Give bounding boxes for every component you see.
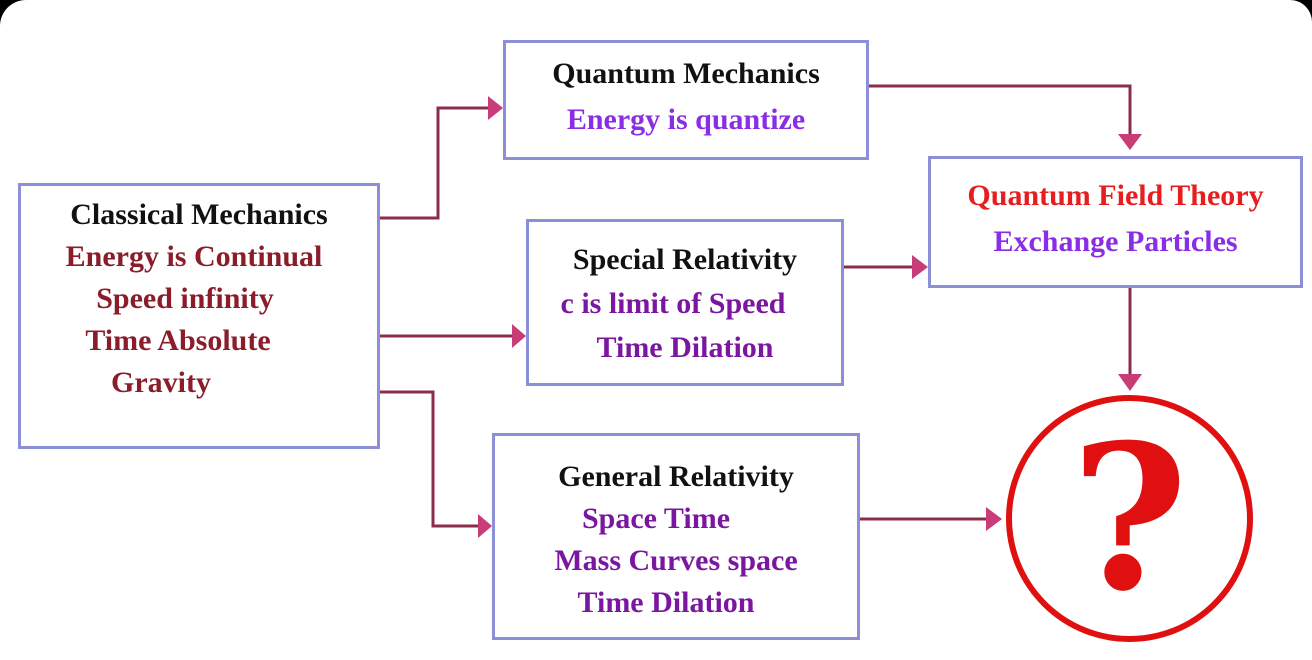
node-line: Exchange Particles — [993, 225, 1238, 258]
node-general-relativity: General Relativity Space Time Mass Curve… — [492, 433, 860, 640]
node-line: Gravity — [111, 366, 211, 399]
question-mark-circle-icon: ? — [1006, 395, 1253, 642]
node-line: Speed infinity — [96, 282, 274, 315]
edge-classical-quantum — [380, 106, 488, 220]
node-line: c is limit of Speed — [560, 287, 786, 320]
arrowhead-qft-left — [912, 255, 928, 279]
node-line: Energy is Continual — [65, 240, 323, 273]
arrowhead-special — [512, 324, 526, 348]
node-title: Special Relativity — [572, 243, 798, 276]
node-title: Classical Mechanics — [70, 198, 328, 231]
node-line: Time Absolute — [85, 324, 271, 357]
node-title: Quantum Mechanics — [552, 57, 820, 90]
arrowhead-general — [478, 514, 492, 538]
question-mark-glyph: ? — [1070, 400, 1189, 636]
node-line: Space Time — [581, 502, 731, 535]
node-title: General Relativity — [558, 460, 794, 493]
edge-classical-general — [380, 390, 480, 528]
arrowhead-quantum — [488, 96, 503, 120]
node-line: Time Dilation — [577, 586, 755, 619]
node-quantum-field-theory: Quantum Field Theory Exchange Particles — [928, 156, 1303, 288]
node-quantum-mechanics: Quantum Mechanics Energy is quantize — [503, 40, 869, 160]
node-title: Quantum Field Theory — [967, 179, 1264, 212]
arrowhead-unknown-top — [1118, 374, 1142, 391]
node-special-relativity: Special Relativity c is limit of Speed T… — [526, 219, 844, 386]
edge-quantum-qft — [869, 84, 1132, 136]
node-line: Time Dilation — [596, 331, 774, 364]
arrowhead-qft-top — [1118, 134, 1142, 150]
node-line: Mass Curves space — [554, 544, 798, 577]
arrowhead-unknown-left — [986, 507, 1002, 531]
node-line: Energy is quantize — [566, 103, 806, 136]
node-classical-mechanics: Classical Mechanics Energy is Continual … — [18, 183, 380, 449]
